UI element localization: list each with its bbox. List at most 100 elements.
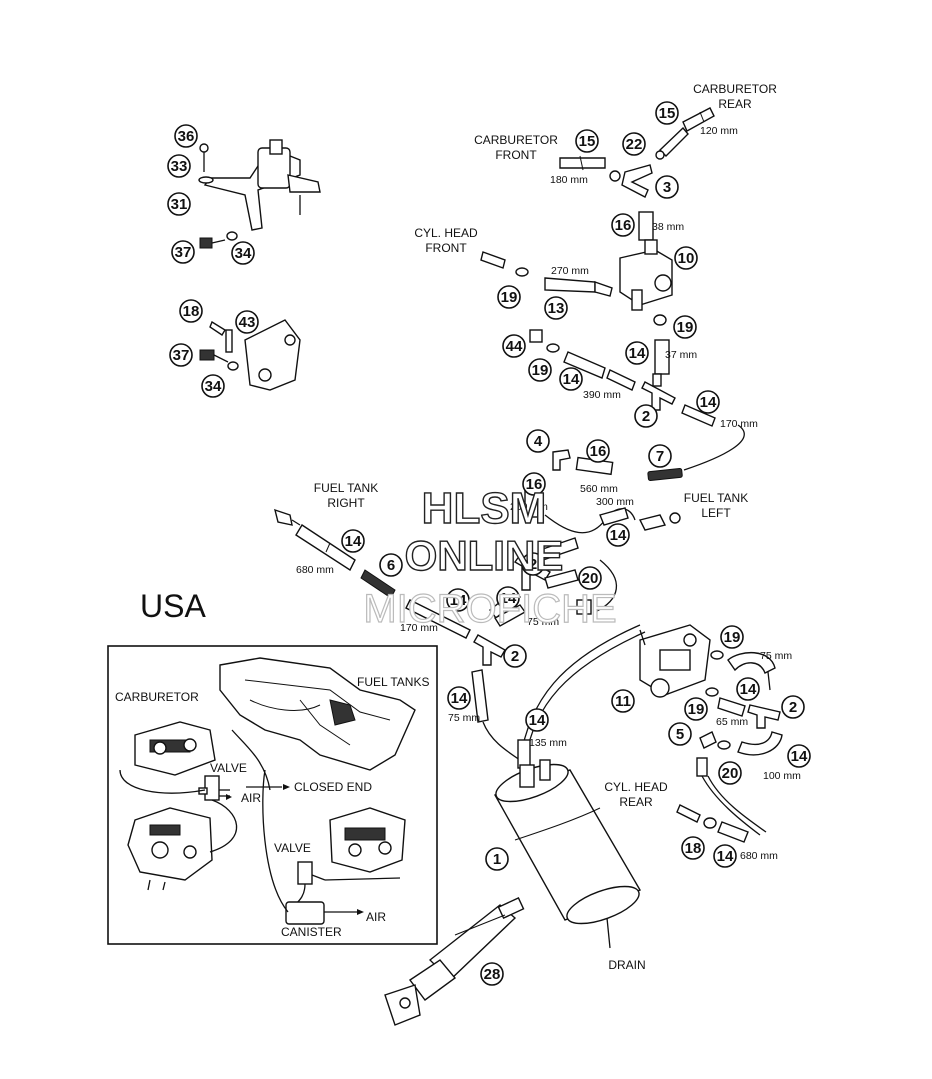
dim-75b: 75 mm	[448, 712, 480, 724]
callout-14f: 14	[446, 588, 470, 612]
callout-20b: 20	[718, 761, 742, 785]
callout-2a: 2	[634, 404, 658, 428]
svg-text:34: 34	[235, 245, 252, 262]
inset-closed-end: CLOSED END	[294, 780, 372, 794]
callout-33: 33	[167, 154, 191, 178]
callout-14b: 14	[559, 367, 583, 391]
callout-2b: 2	[521, 552, 545, 576]
watermark-line3: MICROFICHE	[363, 587, 616, 631]
inset-air-top: AIR	[241, 791, 261, 805]
callout-1: 1	[485, 847, 509, 871]
callout-19a: 19	[497, 285, 521, 309]
svg-text:15: 15	[579, 133, 596, 150]
location-labels: CARBURETOR REAR CARBURETOR FRONT CYL. HE…	[140, 82, 777, 972]
svg-text:44: 44	[506, 338, 523, 355]
callout-34a: 34	[231, 241, 255, 265]
watermark: HLSM ONLINE MICROFICHE	[363, 483, 618, 631]
inset-canister: CANISTER	[281, 925, 342, 939]
callout-14d: 14	[341, 529, 365, 553]
svg-text:19: 19	[532, 362, 549, 379]
bracket-assembly-upper	[198, 139, 321, 249]
bracket-assembly-lower	[199, 319, 301, 391]
label-carb-front-2: FRONT	[495, 148, 537, 162]
middle-hoses	[274, 486, 681, 769]
callout-13: 13	[544, 296, 568, 320]
label-carb-rear-2: REAR	[718, 97, 752, 111]
callout-14c: 14	[696, 390, 720, 414]
callout-18a: 18	[179, 299, 203, 323]
svg-text:16: 16	[526, 476, 543, 493]
label-fuel-tank-left-2: LEFT	[701, 506, 731, 520]
dim-120: 120 mm	[700, 125, 738, 137]
callout-20a: 20	[578, 566, 602, 590]
svg-text:14: 14	[610, 527, 627, 544]
callout-14l: 14	[713, 844, 737, 868]
svg-text:22: 22	[626, 136, 643, 153]
inset-valve-top: VALVE	[210, 761, 247, 775]
upper-hoses	[480, 107, 745, 482]
svg-text:14: 14	[563, 371, 580, 388]
svg-text:2: 2	[529, 556, 537, 573]
inset-fuel-tanks: FUEL TANKS	[357, 675, 429, 689]
callout-14h: 14	[447, 686, 471, 710]
callout-19b: 19	[673, 315, 697, 339]
svg-text:1: 1	[493, 851, 501, 868]
svg-text:37: 37	[175, 244, 192, 261]
callout-28: 28	[480, 962, 504, 986]
callout-14g: 14	[496, 586, 520, 610]
dim-270: 270 mm	[551, 265, 589, 277]
callout-19c: 19	[528, 358, 552, 382]
inset-air-bottom: AIR	[366, 910, 386, 924]
callout-2c: 2	[503, 644, 527, 668]
svg-text:7: 7	[656, 448, 664, 465]
callout-14j: 14	[736, 677, 760, 701]
svg-text:2: 2	[789, 699, 797, 716]
callout-34b: 34	[201, 374, 225, 398]
callout-18b: 18	[681, 836, 705, 860]
callout-22: 22	[622, 132, 646, 156]
dim-170a: 170 mm	[720, 418, 758, 430]
dim-680a: 680 mm	[296, 564, 334, 576]
callout-14i: 14	[525, 708, 549, 732]
label-carb-rear-1: CARBURETOR	[693, 82, 777, 96]
svg-text:18: 18	[183, 303, 200, 320]
inset-carburetor: CARBURETOR	[115, 690, 199, 704]
label-carb-front-1: CARBURETOR	[474, 133, 558, 147]
svg-text:43: 43	[239, 314, 256, 331]
svg-text:20: 20	[582, 570, 599, 587]
callout-16b: 16	[586, 439, 610, 463]
svg-text:16: 16	[590, 443, 607, 460]
dim-300: 300 mm	[596, 496, 634, 508]
label-cyl-head-rear-2: REAR	[619, 795, 653, 809]
svg-text:14: 14	[450, 592, 467, 609]
svg-text:15: 15	[659, 105, 676, 122]
callout-14a: 14	[625, 341, 649, 365]
dim-680b: 680 mm	[740, 850, 778, 862]
callout-37a: 37	[171, 240, 195, 264]
dim-65: 65 mm	[716, 716, 748, 728]
callout-10: 10	[674, 246, 698, 270]
svg-text:3: 3	[663, 179, 671, 196]
svg-text:20: 20	[722, 765, 739, 782]
callout-31: 31	[167, 192, 191, 216]
svg-text:14: 14	[717, 848, 734, 865]
callout-43: 43	[235, 310, 259, 334]
callout-16a: 16	[611, 213, 635, 237]
callout-16c: 16	[522, 472, 546, 496]
inset-arrows	[226, 784, 364, 915]
svg-text:4: 4	[534, 433, 543, 450]
callout-36: 36	[174, 124, 198, 148]
callout-19e: 19	[684, 697, 708, 721]
svg-text:14: 14	[529, 712, 546, 729]
dim-38: 38 mm	[652, 221, 684, 233]
dim-135: 135 mm	[529, 737, 567, 749]
dim-390: 390 mm	[583, 389, 621, 401]
charcoal-canister	[493, 759, 642, 949]
region-label-usa: USA	[140, 588, 206, 624]
canister-bracket	[384, 896, 525, 1026]
watermark-line1: HLSM	[422, 484, 547, 533]
svg-text:16: 16	[615, 217, 632, 234]
callout-3: 3	[655, 175, 679, 199]
dim-560: 560 mm	[580, 483, 618, 495]
